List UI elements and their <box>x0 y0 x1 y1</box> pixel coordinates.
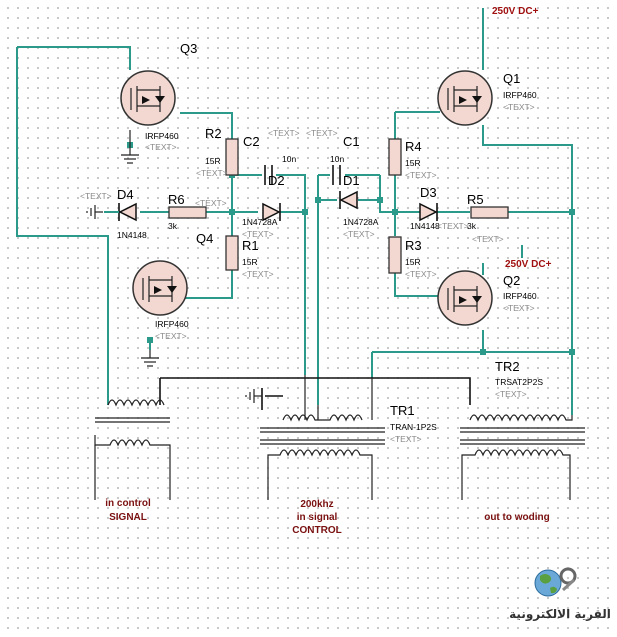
label-in-control-2: SIGNAL <box>109 512 147 523</box>
q2-text: <TEXT> <box>503 303 535 313</box>
c2-value: 10n <box>282 154 296 164</box>
label-out-to-woding: out to woding <box>484 512 550 523</box>
logo-text: القرية الالكترونية <box>509 607 611 622</box>
r2-text: <TEXT> <box>196 168 228 178</box>
r1-ref: R1 <box>242 238 259 253</box>
d4-part: 1N4148 <box>117 230 147 240</box>
diode-d1[interactable] <box>339 190 358 210</box>
r3-text: <TEXT> <box>405 269 437 279</box>
r1-text: <TEXT> <box>242 269 274 279</box>
resistor-r3[interactable] <box>388 236 402 274</box>
mosfet-q2[interactable] <box>437 270 493 326</box>
d4-text: <TEXT> <box>80 191 112 201</box>
label-signal-3: CONTROL <box>292 525 341 536</box>
r3-value: 15R <box>405 257 421 267</box>
d3-part: 1N4148 <box>410 221 440 231</box>
q4-ref: Q4 <box>196 231 213 246</box>
ground-symbols <box>86 130 262 403</box>
diode-d4[interactable] <box>104 202 137 222</box>
q2-part: IRFP460 <box>503 291 537 301</box>
power-label-q1: 250V DC+ <box>492 6 539 17</box>
power-label-q2: 250V DC+ <box>505 259 552 270</box>
d1-part: 1N4728A <box>343 217 379 227</box>
r6-value: 3k <box>168 221 178 231</box>
c2-ref: C2 <box>243 134 260 149</box>
label-in-control-1: in control <box>105 498 151 509</box>
r2-ref: R2 <box>205 126 222 141</box>
r6-text: <TEXT> <box>195 198 227 208</box>
transformer-tr2[interactable] <box>460 414 585 500</box>
q2-ref: Q2 <box>503 273 520 288</box>
q4-text: <TEXT> <box>155 331 187 341</box>
d2-ref: D2 <box>268 173 285 188</box>
d1-ref: D1 <box>343 173 360 188</box>
resistor-r5[interactable] <box>470 206 509 219</box>
q3-text: <TEXT> <box>145 142 177 152</box>
mosfet-q4[interactable] <box>132 260 188 316</box>
q1-part: IRFP460 <box>503 90 537 100</box>
mosfet-q3[interactable] <box>120 70 176 126</box>
diode-d2[interactable] <box>262 202 281 222</box>
c1-value: 10n <box>330 154 344 164</box>
d2-text: <TEXT> <box>242 229 274 239</box>
r5-text: <TEXT> <box>472 234 504 244</box>
r2-value: 15R <box>205 156 221 166</box>
tr1-part: TRAN-1P2S <box>390 422 437 432</box>
tr1-text: <TEXT> <box>390 434 422 444</box>
resistor-r6[interactable] <box>168 206 207 219</box>
resistor-r2[interactable] <box>225 138 239 176</box>
d3-ref: D3 <box>420 185 437 200</box>
r4-ref: R4 <box>405 139 422 154</box>
resistor-r1[interactable] <box>225 235 239 271</box>
q1-text: <TEXT> <box>503 102 535 112</box>
c2-text: <TEXT> <box>268 128 300 138</box>
ground-tr1 <box>245 389 262 403</box>
r6-ref: R6 <box>168 192 185 207</box>
q4-part: IRFP460 <box>155 319 189 329</box>
resistor-r4[interactable] <box>388 138 402 176</box>
d4-ref: D4 <box>117 187 134 202</box>
q3-ref: Q3 <box>180 41 197 56</box>
c1-text: <TEXT> <box>306 128 338 138</box>
capacitor-c1[interactable] <box>332 165 341 185</box>
transformer-left[interactable] <box>94 399 171 500</box>
q3-part: IRFP460 <box>145 131 179 141</box>
c1-ref: C1 <box>343 134 360 149</box>
diode-d3[interactable] <box>419 202 438 222</box>
r4-text: <TEXT> <box>405 170 437 180</box>
tr2-text: <TEXT> <box>495 389 527 399</box>
d1-text: <TEXT> <box>343 229 375 239</box>
ground-d4 <box>86 205 103 219</box>
logo-globe-icon <box>534 567 577 597</box>
d2-part: 1N4728A <box>242 217 278 227</box>
transformer-tr1[interactable] <box>260 375 385 500</box>
label-signal-1: 200khz <box>300 499 333 510</box>
tr2-part: TRSAT2P2S <box>495 377 543 387</box>
d3-text: <TEXT> <box>437 221 469 231</box>
r3-ref: R3 <box>405 238 422 253</box>
tr2-ref: TR2 <box>495 359 520 374</box>
tr1-ref: TR1 <box>390 403 415 418</box>
q1-ref: Q1 <box>503 71 520 86</box>
capacitor-c2[interactable] <box>264 165 273 185</box>
ground-q3 <box>121 130 139 164</box>
r4-value: 15R <box>405 158 421 168</box>
r5-value: 3k <box>467 221 477 231</box>
r1-value: 15R <box>242 257 258 267</box>
r5-ref: R5 <box>467 192 484 207</box>
label-signal-2: in signal <box>297 512 338 523</box>
mosfet-q1[interactable] <box>437 70 493 126</box>
ground-q4 <box>141 350 159 367</box>
